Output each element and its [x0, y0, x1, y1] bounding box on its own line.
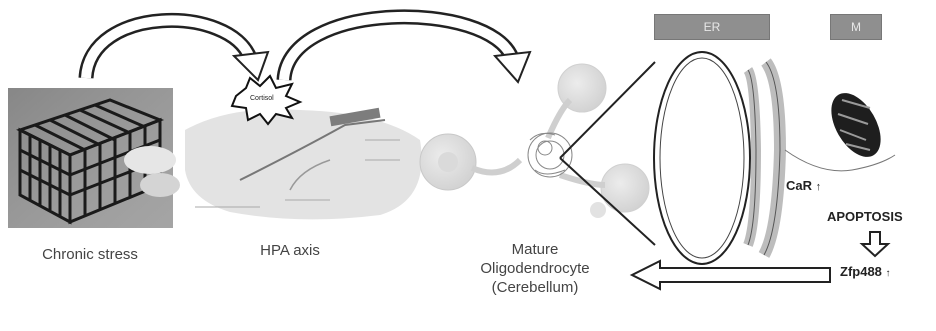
- er-stacks-illustration: [748, 62, 780, 255]
- chronic-stress-label: Chronic stress: [15, 245, 165, 264]
- m-label-box: M: [830, 14, 882, 40]
- apoptosis-label: APOPTOSIS: [827, 209, 903, 224]
- er-label-box: ER: [654, 14, 770, 40]
- mitochondrion-icon: [785, 85, 895, 171]
- curved-arrow-stress-to-hpa: [86, 20, 268, 80]
- hpa-axis-illustration: [185, 108, 422, 220]
- car-text: CaR: [786, 178, 812, 193]
- oligodendrocyte-illustration: [420, 64, 649, 218]
- car-label: CaR ↑: [786, 178, 821, 193]
- left-arrow-zfp488-to-oligodendrocyte: [632, 261, 830, 289]
- zfp488-up-arrow: ↑: [886, 268, 891, 279]
- oligo-line-1: Mature: [455, 240, 615, 259]
- down-arrow-apoptosis-to-zfp488: [862, 232, 888, 256]
- er-ellipse-illustration: [654, 52, 750, 264]
- cage-photo: [8, 88, 180, 228]
- car-up-arrow: ↑: [816, 181, 822, 193]
- hpa-axis-label: HPA axis: [235, 241, 345, 260]
- mature-oligodendrocyte-label: Mature Oligodendrocyte (Cerebellum): [455, 240, 615, 297]
- cortisol-label: Cortisol: [250, 95, 274, 102]
- oligo-line-2: Oligodendrocyte: [455, 259, 615, 278]
- zfp488-label: Zfp488 ↑: [840, 264, 891, 279]
- curved-arrow-hpa-to-oligodendrocyte: [284, 17, 530, 82]
- zfp488-text: Zfp488: [840, 264, 882, 279]
- oligo-line-3: (Cerebellum): [455, 278, 615, 297]
